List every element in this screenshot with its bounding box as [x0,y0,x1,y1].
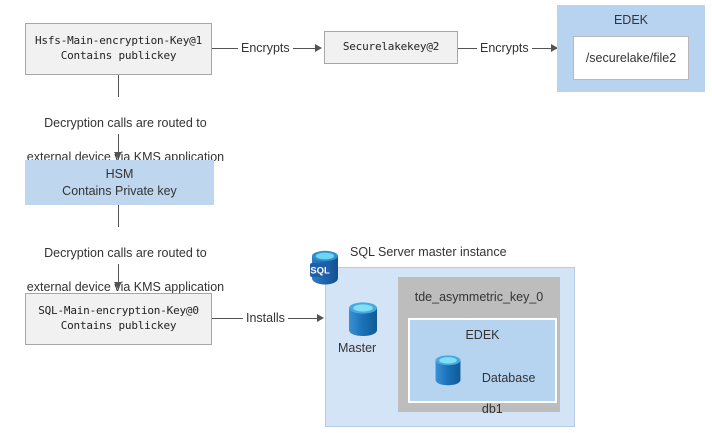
sql-key-line2: Contains publickey [60,319,177,332]
note2-line2: external device via KMS application [26,279,225,294]
note1-line1: Decryption calls are routed to [44,115,207,130]
master-database-label: Master [338,341,377,355]
node-hsm: HSM Contains Private key [25,160,214,205]
securelakekey-label: Securelakekey@2 [342,40,440,54]
node-securelakekey: Securelakekey@2 [324,31,458,64]
db1-database-icon-wrap [432,352,464,390]
arrowhead-to-hsm [113,152,122,159]
tde-key-title: tde_asymmetric_key_0 [414,290,544,304]
hsfs-key-line2: Contains publickey [60,49,177,62]
sql-key-line1: SQL-Main-encryption-Key@0 [38,304,199,318]
master-database-icon-wrap [345,300,381,340]
db1-line2: db1 [481,401,503,416]
inner-edek-title: EDEK [465,328,500,342]
arrowhead-to-securelakekey [315,43,322,52]
sql-logo-icon: SQL [310,250,338,285]
node-sql-main-encryption-key: SQL-Main-encryption-Key@0 Contains publi… [25,293,212,345]
edek-title: EDEK [613,13,649,27]
database-cylinder-icon [349,302,377,336]
sql-instance-caption: SQL Server master instance [350,245,507,259]
arrowhead-to-instance [317,313,324,322]
edge-label-encrypts-1: Encrypts [238,41,293,55]
edek-file-box: /securelake/file2 [573,36,689,80]
connector-note2-to-sqlkey [118,264,119,284]
edge-label-installs: Installs [243,311,288,325]
database-cylinder-icon [435,355,461,386]
note-decryption-calls-2: Decryption calls are routed to external … [0,228,237,312]
node-edek-securelake: EDEK /securelake/file2 [557,5,705,92]
db1-database-label: Database db1 [468,355,536,433]
connector-note1-to-hsm [118,134,119,154]
edek-file-path: /securelake/file2 [585,51,677,65]
arrowhead-to-edek [551,43,558,52]
hsfs-key-line1: Hsfs-Main-encryption-Key@1 [35,34,202,48]
node-inner-edek: EDEK [408,318,557,403]
db1-line1: Database [481,370,536,385]
sql-server-logo: SQL [308,248,342,288]
node-hsfs-main-encryption-key: Hsfs-Main-encryption-Key@1 Contains publ… [25,23,212,75]
edge-label-encrypts-2: Encrypts [477,41,532,55]
hsm-line1: HSM [105,167,134,181]
hsm-line2: Contains Private key [62,183,177,198]
arrowhead-to-sqlkey [113,282,122,289]
note2-line1: Decryption calls are routed to [44,245,207,260]
sql-logo-text: SQL [310,266,330,277]
connector-hsfs-down [118,75,119,97]
connector-hsm-down [118,205,119,227]
